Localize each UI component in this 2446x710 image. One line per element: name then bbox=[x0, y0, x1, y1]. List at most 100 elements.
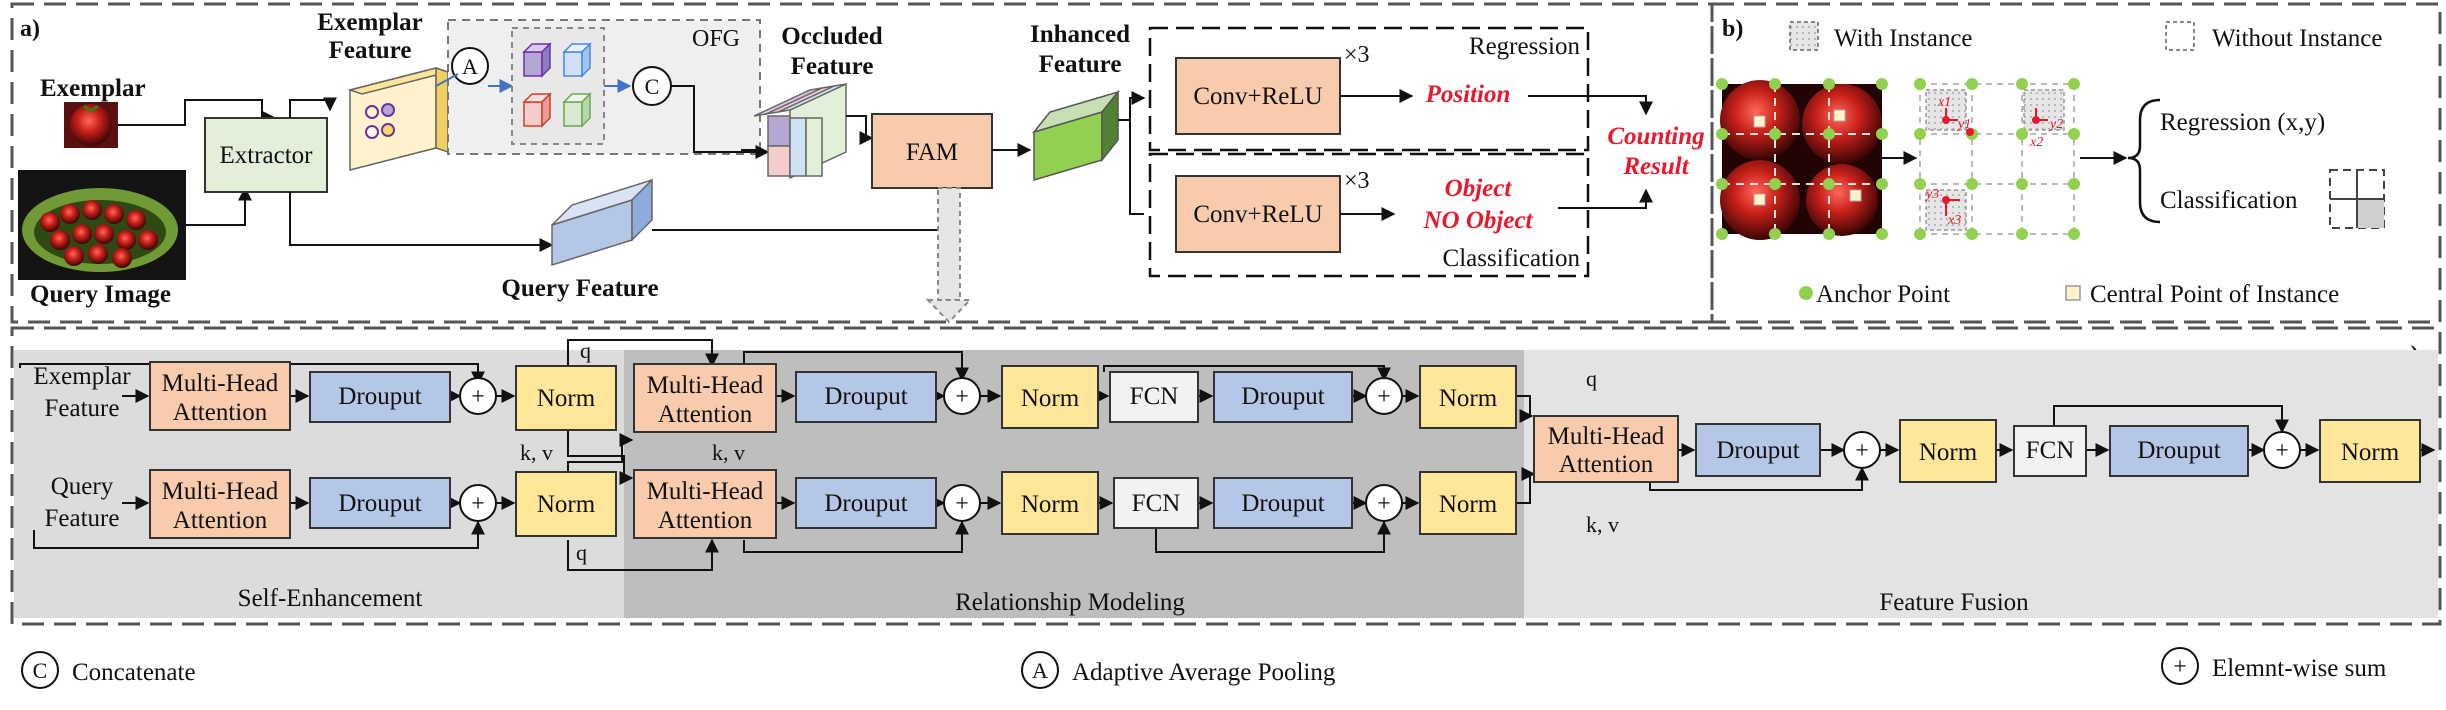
panel-c-connections bbox=[19, 339, 2436, 571]
fcn-label: FCN bbox=[1132, 490, 1181, 517]
norm-block bbox=[1419, 365, 1517, 429]
anchor-grid-schematic: x1 y1 x2 y2 y3 x3 bbox=[1914, 78, 2080, 240]
coord-x1: x1 bbox=[1937, 95, 1951, 110]
fam-label: FAM bbox=[906, 139, 958, 166]
no-object-output: NO Object bbox=[1423, 207, 1534, 234]
classification-conv-block bbox=[1175, 175, 1341, 253]
sum-sign: + bbox=[2275, 438, 2289, 464]
self-enhancement-query-row: Multi-Head Attention Drouput + Norm bbox=[149, 469, 617, 539]
query-feature-cube bbox=[551, 178, 653, 267]
pooling-legend-label: Adaptive Average Pooling bbox=[1072, 659, 1336, 686]
query-feature-input-2: Feature bbox=[45, 505, 120, 532]
exemplar-image bbox=[64, 102, 118, 148]
panel-c: Self-Enhancement Relationship Modeling F… bbox=[14, 338, 2438, 618]
query-image-title: Query Image bbox=[30, 281, 171, 308]
mha-block bbox=[633, 363, 777, 433]
sum-sign: + bbox=[471, 491, 485, 517]
norm-label: Norm bbox=[1439, 491, 1498, 518]
query-feature-input-1: Query bbox=[51, 473, 114, 500]
kv-label-2: k, v bbox=[712, 440, 745, 465]
sum-sign: + bbox=[1377, 384, 1391, 410]
concatenate-legend-label: Concatenate bbox=[72, 659, 196, 686]
classification-head-frame bbox=[1148, 152, 1590, 278]
feature-fusion-label: Feature Fusion bbox=[1879, 589, 2029, 616]
dropout-block bbox=[795, 371, 937, 423]
feature-fusion-row: Multi-Head Attention Drouput + Norm FCN … bbox=[1533, 415, 2421, 483]
norm-block bbox=[1001, 365, 1099, 429]
exemplar-feature-title-1: Exemplar bbox=[317, 9, 423, 36]
regression-times: ×3 bbox=[1344, 42, 1370, 68]
pooling-legend-letter: A bbox=[1032, 658, 1048, 683]
classification-times: ×3 bbox=[1344, 168, 1370, 194]
fam-block bbox=[871, 113, 993, 189]
dropout-label: Drouput bbox=[1716, 437, 1799, 464]
dropout-label: Drouput bbox=[338, 383, 421, 410]
relationship-modeling-label: Relationship Modeling bbox=[955, 589, 1185, 616]
fcn-block bbox=[2013, 425, 2087, 477]
anchor-grid-image bbox=[1716, 78, 1888, 240]
sum-legend-icon bbox=[2161, 647, 2199, 685]
legend: C Concatenate A Adaptive Average Pooling… bbox=[21, 647, 2387, 689]
adaptive-pooling-symbol bbox=[451, 47, 489, 85]
occluded-feature-title-1: Occluded bbox=[781, 23, 882, 50]
fcn-label: FCN bbox=[1130, 383, 1179, 410]
regression-conv-block bbox=[1175, 57, 1341, 135]
mha-block bbox=[633, 469, 777, 539]
self-enhancement-exemplar-row: Multi-Head Attention Drouput + Norm bbox=[149, 361, 617, 431]
enhanced-feature-cube bbox=[1031, 89, 1121, 182]
fcn-block bbox=[1109, 371, 1199, 423]
mha-label-2: Attention bbox=[173, 399, 268, 426]
mha-label-1: Multi-Head bbox=[1548, 423, 1665, 450]
adaptive-pooling-letter: A bbox=[462, 54, 478, 79]
panel-b-label: b) bbox=[1722, 16, 1743, 42]
coord-y1: y1 bbox=[1956, 117, 1971, 132]
dropout-block bbox=[309, 371, 451, 423]
dropout-label: Drouput bbox=[824, 490, 907, 517]
kv-label-1: k, v bbox=[520, 440, 553, 465]
occluded-feature-cube bbox=[753, 82, 847, 180]
exemplar-feature-input-2: Feature bbox=[45, 395, 120, 422]
concatenate-legend-icon bbox=[21, 651, 59, 689]
sum-sign: + bbox=[1377, 491, 1391, 517]
sum-node bbox=[2263, 431, 2301, 469]
counting-result-1: Counting bbox=[1607, 123, 1704, 150]
exemplar-feature-title-2: Feature bbox=[329, 37, 412, 64]
sum-node bbox=[1843, 431, 1881, 469]
sum-node bbox=[459, 484, 497, 522]
sum-sign: + bbox=[471, 384, 485, 410]
sum-sign: + bbox=[955, 384, 969, 410]
regression-xy-label: Regression (x,y) bbox=[2160, 109, 2325, 136]
coord-x2: x2 bbox=[2029, 135, 2043, 150]
norm-label: Norm bbox=[1021, 491, 1080, 518]
dropout-label: Drouput bbox=[824, 383, 907, 410]
query-feature-title: Query Feature bbox=[501, 275, 658, 302]
fcn-block bbox=[1113, 477, 1199, 529]
sum-node bbox=[459, 377, 497, 415]
enhanced-feature-title-2: Feature bbox=[1039, 51, 1122, 78]
mha-label-1: Multi-Head bbox=[162, 370, 279, 397]
ofg-cubes bbox=[522, 42, 592, 128]
coord-y2: y2 bbox=[2048, 117, 2063, 132]
mha-label-2: Attention bbox=[658, 507, 753, 534]
norm-label: Norm bbox=[537, 491, 596, 518]
dropout-label: Drouput bbox=[1241, 490, 1324, 517]
fam-expand-arrow bbox=[925, 187, 973, 324]
q-label-3: q bbox=[1586, 366, 1597, 391]
self-enhancement-label: Self-Enhancement bbox=[238, 585, 423, 612]
norm-block bbox=[1001, 471, 1099, 535]
regression-head-frame bbox=[1148, 26, 1590, 152]
with-instance-swatch bbox=[1789, 21, 1819, 51]
panel-b-frame bbox=[1710, 2, 2442, 324]
coord-x3: x3 bbox=[1947, 213, 1961, 228]
dropout-label: Drouput bbox=[2137, 437, 2220, 464]
dropout-block bbox=[795, 477, 937, 529]
dropout-block bbox=[309, 477, 451, 529]
without-instance-label: Without Instance bbox=[2212, 25, 2382, 52]
mha-label-1: Multi-Head bbox=[647, 478, 764, 505]
concatenate-legend-letter: C bbox=[33, 658, 48, 683]
sum-node bbox=[1365, 484, 1403, 522]
regression-head-title: Regression bbox=[1469, 33, 1581, 60]
counting-result-2: Result bbox=[1622, 153, 1689, 180]
central-point-marker bbox=[2065, 285, 2081, 301]
